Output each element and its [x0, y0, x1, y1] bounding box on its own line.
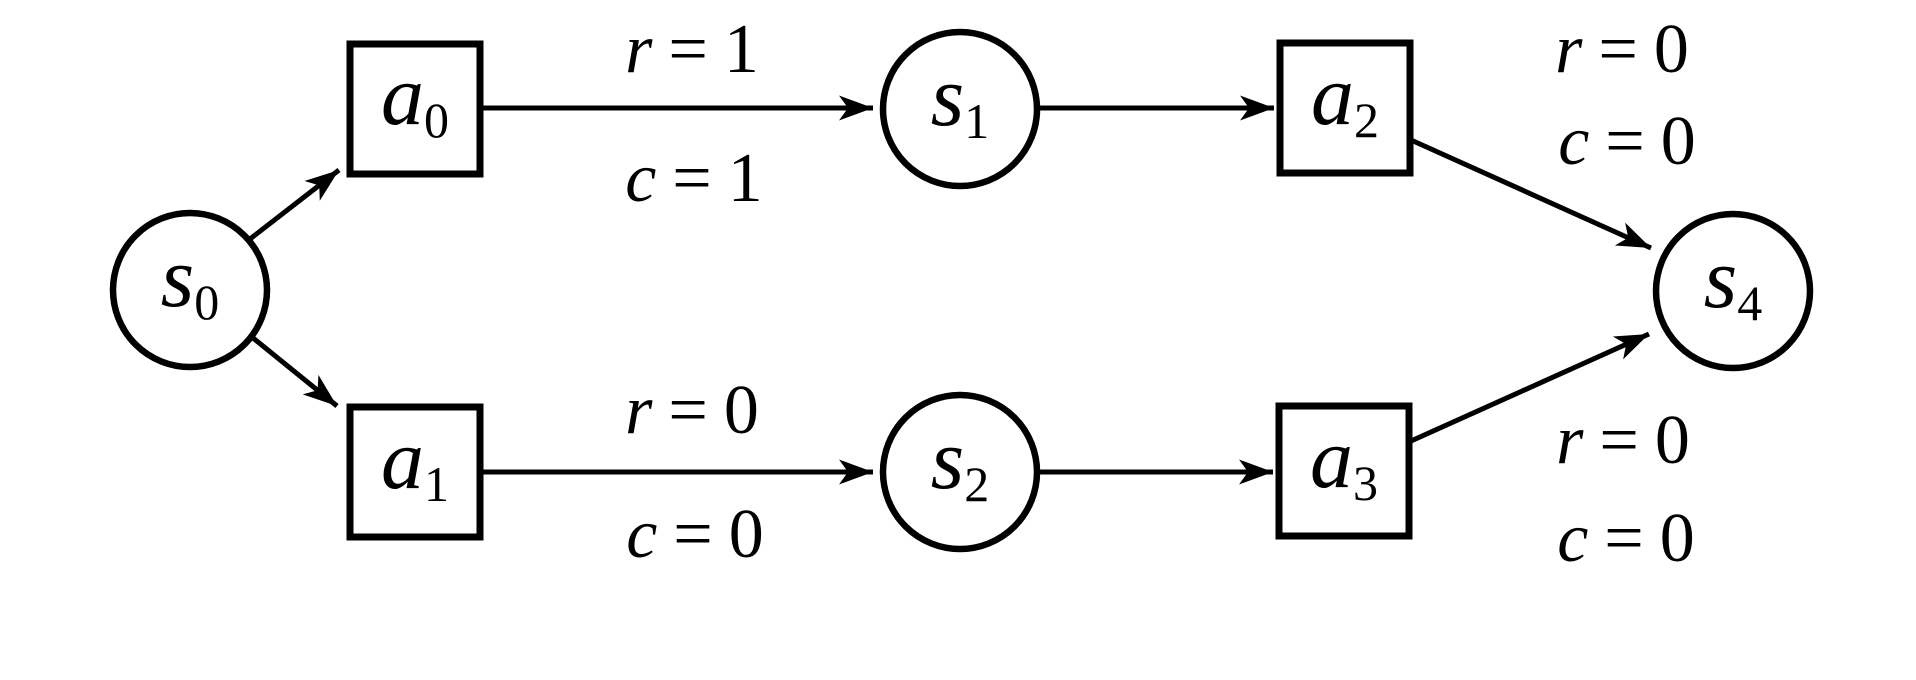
action-node-a0	[346, 40, 484, 178]
edge-label-cost-a2-s4: c=0	[1558, 103, 1696, 180]
node-label-a2: a2	[1311, 47, 1379, 148]
edge-label-reward-a2-s4: r=0	[1555, 11, 1689, 88]
action-node-a2	[1276, 39, 1414, 177]
edge-label-cost-a3-s4: c=0	[1557, 500, 1695, 577]
node-label-a0: a0	[381, 47, 449, 148]
action-node-a3	[1275, 402, 1413, 540]
state-node-s4	[1652, 210, 1814, 372]
action-node-a1	[346, 403, 484, 541]
edge-s0-a1	[251, 336, 339, 408]
edge-a3-s4	[1409, 331, 1651, 444]
node-label-s4: s4	[1704, 230, 1762, 331]
edge-label-reward-a1-s2: r=0	[625, 372, 759, 449]
node-label-a1: a1	[381, 411, 449, 512]
node-label-s2: s2	[931, 411, 989, 512]
edge-label-cost-a0-s1: c=1	[625, 140, 763, 217]
state-node-s1	[879, 28, 1041, 190]
edge-a2-s4	[1409, 137, 1653, 251]
state-node-s0	[109, 209, 271, 371]
edge-label-cost-a1-s2: c=0	[626, 496, 764, 573]
node-label-s1: s1	[931, 48, 989, 149]
edge-label-reward-a3-s4: r=0	[1556, 402, 1690, 479]
edge-s0-a0	[248, 168, 341, 241]
node-label-a3: a3	[1310, 410, 1378, 511]
node-label-s0: s0	[161, 229, 219, 330]
state-node-s2	[879, 391, 1041, 553]
edge-label-reward-a0-s1: r=1	[625, 11, 759, 88]
